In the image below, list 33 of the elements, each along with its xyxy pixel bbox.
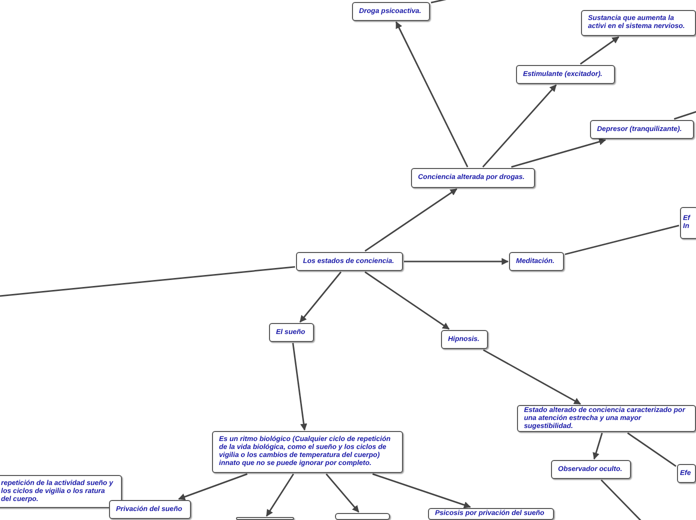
arrow xyxy=(372,473,471,508)
arrow xyxy=(326,474,360,513)
arrow xyxy=(483,349,582,405)
arrow xyxy=(266,474,294,517)
topic-box xyxy=(352,2,430,21)
topic-box xyxy=(551,460,631,479)
topic-box xyxy=(428,508,554,520)
topic-box xyxy=(581,10,696,36)
arrow xyxy=(292,342,308,431)
empty-box xyxy=(335,513,390,520)
topic-box xyxy=(296,252,403,271)
arrow xyxy=(482,84,557,168)
arrow xyxy=(580,36,620,65)
topic-box xyxy=(677,464,696,483)
topic-box xyxy=(411,168,535,188)
empty-box xyxy=(236,517,294,520)
topic-box xyxy=(109,500,191,519)
topic-box xyxy=(509,252,564,271)
topic-box xyxy=(590,120,694,139)
arrow xyxy=(511,138,606,168)
arrow xyxy=(364,188,458,252)
arrow xyxy=(178,473,248,500)
topic-box xyxy=(441,330,488,349)
arrow xyxy=(592,432,603,460)
topic-box xyxy=(517,405,696,432)
topic-box xyxy=(680,207,696,239)
topic-box xyxy=(516,65,615,84)
arrow xyxy=(396,21,468,168)
topic-box xyxy=(269,323,314,342)
topic-box xyxy=(212,431,403,473)
arrow xyxy=(364,271,450,330)
arrow xyxy=(404,258,509,265)
arrow xyxy=(300,272,342,323)
